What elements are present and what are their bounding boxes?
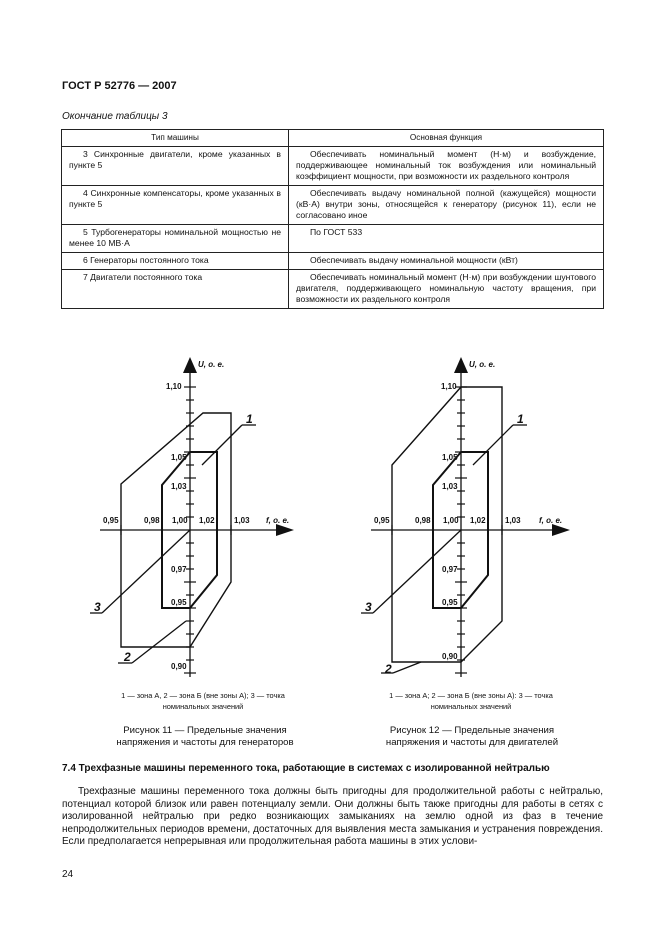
cell-machine-type: 7 Двигатели постоянного тока <box>61 269 289 309</box>
u-tick-label: 1,05 <box>442 453 458 462</box>
section-heading: 7.4 Трехфазные машины переменного тока, … <box>62 763 550 774</box>
table-row: 4 Синхронные компенсаторы, кроме указанн… <box>61 185 604 225</box>
figure-11-legend: 1 — зона А, 2 — зона Б (вне зоны А); 3 —… <box>121 691 285 711</box>
column-header-main-function: Основная функция <box>288 129 604 147</box>
u-tick-label: 1,10 <box>166 382 182 391</box>
f-tick-label: 1,02 <box>470 516 486 525</box>
f-axis-arrow <box>552 524 570 536</box>
zone-b-boundary <box>391 386 503 663</box>
u-tick-label: 1,10 <box>441 382 457 391</box>
u-tick-label: 0,97 <box>171 565 187 574</box>
f-tick-label: 0,98 <box>415 516 431 525</box>
f-tick-label: 0,98 <box>144 516 160 525</box>
u-tick-label: 1,03 <box>442 482 458 491</box>
callout-2: 2 <box>384 662 392 676</box>
leader-line-3 <box>372 529 462 614</box>
document-header: ГОСТ Р 52776 — 2007 <box>62 80 177 92</box>
u-axis-label: U, о. е. <box>469 360 495 369</box>
f-axis-label: f, о. е. <box>539 516 562 525</box>
u-tick-label: 1,03 <box>171 482 187 491</box>
f-axis-arrow <box>276 524 294 536</box>
callout-2: 2 <box>123 650 131 664</box>
cell-main-function: Обеспечивать номинальный момент (Н·м) и … <box>288 146 604 186</box>
f-tick-label: 1,03 <box>505 516 521 525</box>
u-axis-arrow <box>183 357 197 373</box>
zone-b-boundary <box>120 412 232 648</box>
leader-line-1 <box>201 424 243 466</box>
u-tick-label: 1,05 <box>171 453 187 462</box>
callout-1: 1 <box>517 412 524 426</box>
f-tick-label: 1,03 <box>234 516 250 525</box>
figure-11-caption: Рисунок 11 — Предельные значения напряже… <box>116 725 294 748</box>
u-tick-label: 0,97 <box>442 565 458 574</box>
figure-12-diagram: U, о. е. f, о. е. 1,10 1,05 1,03 0,97 0,… <box>361 357 570 677</box>
cell-machine-type: 5 Турбогенераторы номинальной мощностью … <box>61 224 289 253</box>
table-row: 7 Двигатели постоянного тока Обеспечиват… <box>61 269 604 309</box>
u-axis-arrow <box>454 357 468 373</box>
cell-main-function: По ГОСТ 533 <box>288 224 604 253</box>
table-header-row: Тип машины Основная функция <box>61 129 604 147</box>
zone-a-boundary <box>432 451 489 609</box>
callout-1: 1 <box>246 412 253 426</box>
cell-machine-type: 4 Синхронные компенсаторы, кроме указанн… <box>61 185 289 225</box>
zone-a-boundary <box>161 451 218 609</box>
u-tick-label: 0,90 <box>171 662 187 671</box>
table-row: 3 Синхронные двигатели, кроме указанных … <box>61 146 604 186</box>
leader-line-1 <box>472 424 514 466</box>
column-header-machine-type: Тип машины <box>61 129 289 147</box>
body-paragraph: Трехфазные машины переменного тока должн… <box>62 786 603 848</box>
figure-12-legend: 1 — зона А; 2 — зона Б (вне зоны А): 3 —… <box>389 691 553 711</box>
u-axis-ticks <box>455 386 467 674</box>
u-tick-label: 0,95 <box>442 598 458 607</box>
table-caption: Окончание таблицы 3 <box>62 111 168 122</box>
f-tick-label: 1,00 <box>443 516 459 525</box>
f-tick-label: 1,02 <box>199 516 215 525</box>
cell-machine-type: 3 Синхронные двигатели, кроме указанных … <box>61 146 289 186</box>
u-axis-label: U, о. е. <box>198 360 224 369</box>
leader-line-2 <box>131 620 187 664</box>
figure-12-caption: Рисунок 12 — Предельные значения напряже… <box>385 725 559 748</box>
figure-11-diagram: U, о. е. f, о. е. 1,10 1,05 1,03 0,97 0,… <box>90 357 294 677</box>
table-row: 5 Турбогенераторы номинальной мощностью … <box>61 224 604 253</box>
f-tick-label: 0,95 <box>103 516 119 525</box>
f-axis-label: f, о. е. <box>266 516 289 525</box>
leader-line-2 <box>392 661 422 674</box>
u-tick-label: 0,95 <box>171 598 187 607</box>
cell-main-function: Обеспечивать выдачу номинальной полной (… <box>288 185 604 225</box>
cell-main-function: Обеспечивать номинальный момент (Н·м) пр… <box>288 269 604 309</box>
f-tick-label: 1,00 <box>172 516 188 525</box>
leader-line-3 <box>101 529 191 614</box>
f-tick-label: 0,95 <box>374 516 390 525</box>
cell-main-function: Обеспечивать выдачу номинальной мощности… <box>288 252 604 270</box>
u-tick-label: 0,90 <box>442 652 458 661</box>
callout-3: 3 <box>365 600 372 614</box>
cell-machine-type: 6 Генераторы постоянного тока <box>61 252 289 270</box>
machine-function-table: Тип машины Основная функция 3 Синхронные… <box>61 129 604 309</box>
page-number: 24 <box>62 869 74 880</box>
table-row: 6 Генераторы постоянного тока Обеспечива… <box>61 252 604 270</box>
callout-3: 3 <box>94 600 101 614</box>
